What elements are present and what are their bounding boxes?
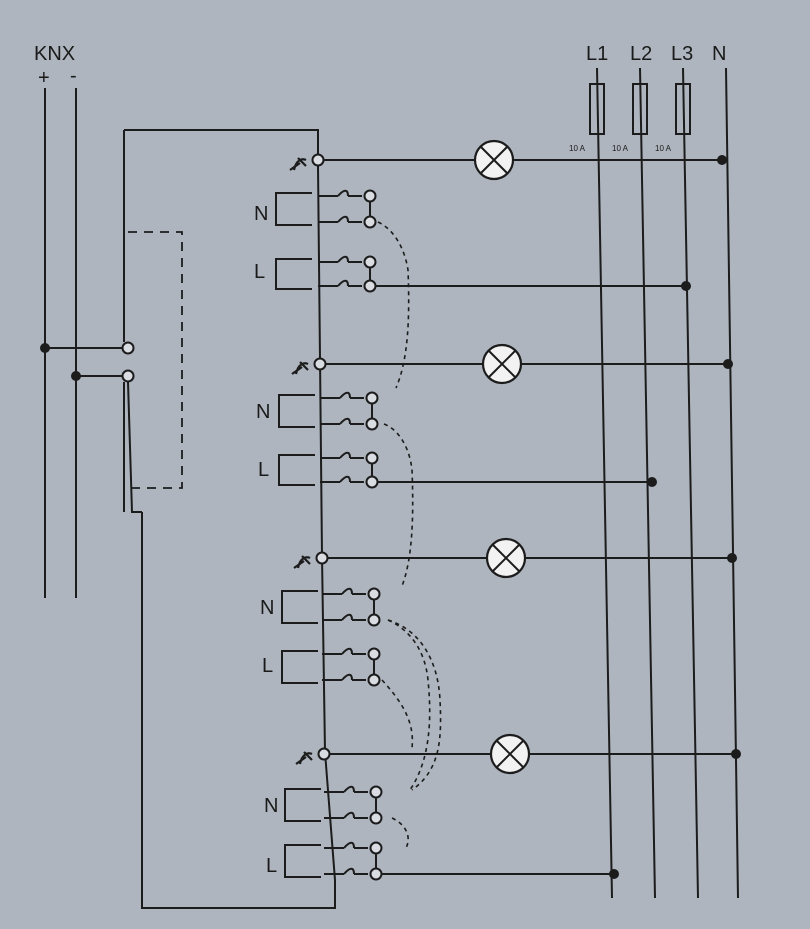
channel-1-supply-junction — [681, 281, 691, 291]
actuator-housing — [127, 381, 142, 513]
channel-2-neutral-junction — [723, 359, 733, 369]
internal-bridge-3b — [387, 619, 442, 791]
channel-2-lamp-cross — [488, 350, 516, 378]
channel-3-lamp-symbol — [293, 555, 311, 569]
internal-bridge-3 — [387, 619, 431, 791]
channel-1-lamp-cross — [480, 146, 508, 174]
knx-label: KNX — [34, 43, 75, 65]
channel-3-n-contact-hook — [341, 613, 353, 621]
channel-3-l-terminal — [367, 673, 381, 687]
channel-3-n-label: N — [260, 597, 274, 619]
channel-4-supply-junction — [609, 869, 619, 879]
phase-label-n: N — [712, 43, 726, 65]
channel-2-n-label: N — [256, 401, 270, 423]
channel-3-n-terminal — [367, 587, 381, 601]
knx-terminal-minus — [121, 369, 135, 383]
channel-4-n-bracket — [284, 788, 321, 822]
channel-3-l-contact-hook — [341, 647, 353, 655]
channel-4-l-terminal — [369, 867, 383, 881]
channel-4-l-label: L — [266, 855, 277, 877]
channel-1-l-label: L — [254, 261, 265, 283]
channel-4-l-terminal — [369, 841, 383, 855]
channel-1-n-label: N — [254, 203, 268, 225]
channel-4-n-contact-hook — [343, 785, 355, 793]
channel-1-output-terminal — [311, 153, 325, 167]
channel-1-lamp-symbol — [289, 157, 307, 171]
channel-2-l-label: L — [258, 459, 269, 481]
channel-2-supply-junction — [647, 477, 657, 487]
channel-1-n-bracket — [275, 192, 312, 226]
channel-1-l-terminal — [363, 279, 377, 293]
channel-3-l-terminal — [367, 647, 381, 661]
channel-2-n-contact-hook — [339, 417, 351, 425]
phase-conductor-n — [725, 67, 739, 899]
channel-1-neutral-junction — [717, 155, 727, 165]
fuse-l2 — [632, 83, 648, 135]
channel-2-l-contact-hook — [339, 475, 351, 483]
channel-1-n-terminal — [363, 189, 377, 203]
actuator-housing — [123, 129, 336, 909]
channel-4-l-contact-hook — [343, 841, 355, 849]
channel-2-lamp-symbol — [291, 361, 309, 375]
channel-2-output-terminal — [313, 357, 327, 371]
channel-4-output-terminal — [317, 747, 331, 761]
channel-4-neutral-junction — [731, 749, 741, 759]
channel-1-l-bracket — [275, 258, 312, 290]
channel-2-n-contact-hook — [339, 391, 351, 399]
channel-1-l-terminal — [363, 255, 377, 269]
channel-2-l-terminal — [365, 475, 379, 489]
channel-4-n-contact-hook — [343, 811, 355, 819]
fuse-l3 — [675, 83, 691, 135]
fuse-rating-l1: 10 A — [569, 144, 586, 153]
fuse-rating-l3: 10 A — [655, 144, 672, 153]
channel-3-lamp-cross — [492, 544, 520, 572]
channel-3-l-contact-hook — [341, 673, 353, 681]
channel-4-lamp-symbol — [295, 751, 313, 765]
channel-1-n-contact-hook — [337, 189, 349, 197]
knx-plus-label: + — [38, 67, 50, 89]
channel-1-n-contact-hook — [337, 215, 349, 223]
channel-2-n-terminal — [365, 417, 379, 431]
channel-4-n-label: N — [264, 795, 278, 817]
channel-3-neutral-junction — [727, 553, 737, 563]
phase-conductor-l3 — [682, 67, 699, 899]
internal-bridge-1 — [377, 221, 410, 389]
actuator-common-bus — [317, 165, 336, 881]
knx-minus-label: - — [70, 65, 77, 87]
actuator-dashed-box — [128, 231, 183, 489]
fuse-l1 — [589, 83, 605, 135]
channel-2-l-bracket — [278, 454, 315, 486]
channel-1-l-contact-hook — [337, 255, 349, 263]
channel-3-n-terminal — [367, 613, 381, 627]
internal-bridge-4 — [391, 817, 409, 849]
channel-3-n-contact-hook — [341, 587, 353, 595]
channel-3-output-terminal — [315, 551, 329, 565]
channel-2-n-bracket — [278, 394, 315, 428]
internal-bridge-5 — [381, 679, 414, 749]
fuse-rating-l2: 10 A — [612, 144, 629, 153]
phase-label-l2: L2 — [630, 43, 652, 65]
channel-1-l-contact-hook — [337, 279, 349, 287]
channel-3-l-label: L — [262, 655, 273, 677]
channel-2-n-terminal — [365, 391, 379, 405]
channel-4-lamp-cross — [496, 740, 524, 768]
channel-4-l-contact-hook — [343, 867, 355, 875]
phase-label-l1: L1 — [586, 43, 608, 65]
phase-label-l3: L3 — [671, 43, 693, 65]
channel-4-l-bracket — [284, 844, 321, 878]
knx-terminal-plus — [121, 341, 135, 355]
channel-2-l-terminal — [365, 451, 379, 465]
channel-2-l-contact-hook — [339, 451, 351, 459]
channel-4-n-terminal — [369, 811, 383, 825]
channel-3-n-bracket — [281, 590, 318, 624]
channel-3-l-bracket — [281, 650, 318, 684]
internal-bridge-2 — [383, 423, 414, 587]
channel-1-n-terminal — [363, 215, 377, 229]
channel-4-n-terminal — [369, 785, 383, 799]
